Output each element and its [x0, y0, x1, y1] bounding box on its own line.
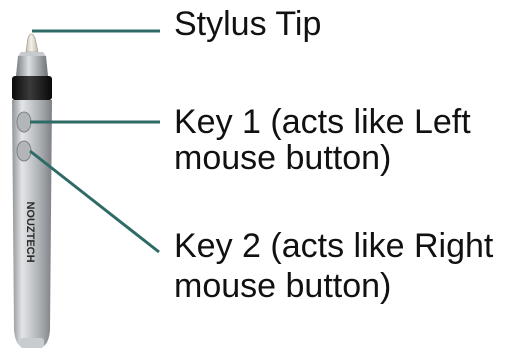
stylus-band [12, 76, 52, 100]
leader-lines [29, 29, 160, 254]
stylus-collar [16, 56, 48, 76]
stylus-tip [25, 33, 39, 53]
leader-line-key2 [29, 149, 160, 254]
key-1-label-line-1: Key 1 (acts like Left [174, 103, 471, 141]
stylus-pen: NOUZTECH [12, 33, 52, 348]
key-1-label: Key 1 (acts like Left mouse button) [174, 104, 471, 176]
brand-logo: NOUZTECH [24, 201, 36, 262]
key-2-label: Key 2 (acts like Right mouse button) [174, 226, 493, 306]
key-2-label-line-1: Key 2 (acts like Right [174, 227, 494, 265]
key-2-label-line-2: mouse button) [174, 267, 392, 305]
key-1-button[interactable] [16, 111, 32, 133]
stylus-tip-label: Stylus Tip [174, 6, 321, 42]
stylus-tip-label-text: Stylus Tip [174, 5, 322, 43]
key-1-label-line-2: mouse button) [174, 139, 392, 177]
key-2-button[interactable] [16, 140, 32, 162]
